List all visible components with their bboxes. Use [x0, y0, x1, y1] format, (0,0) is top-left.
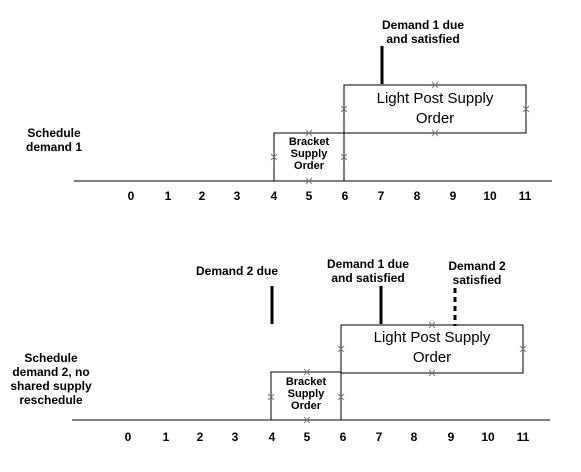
tick-label: 11 [518, 189, 532, 203]
demand1-due-line2: and satisfied [331, 271, 405, 285]
tick-label: 7 [375, 430, 383, 444]
tick-label: 9 [447, 430, 455, 444]
demand2-satisfied-line1: Demand 2 [448, 259, 506, 273]
schedule2-label-line3: shared supply [10, 379, 92, 393]
tick-label: 10 [481, 430, 495, 444]
tick-label: 8 [413, 189, 421, 203]
bracket-supply-order-label-2: Bracket Supply Order [271, 376, 341, 412]
tick-label: 10 [483, 189, 497, 203]
tick-label: 9 [449, 189, 457, 203]
tick-label: 1 [162, 430, 170, 444]
tick-label: 2 [196, 430, 204, 444]
tick-label: 0 [127, 189, 135, 203]
light-post-supply-order-label-1: Light Post Supply Order [344, 89, 526, 129]
demand1-due-line1: Demand 1 due [381, 18, 465, 32]
tick-label: 1 [164, 189, 172, 203]
bracket-line3: Order [294, 160, 324, 172]
tick-label: 0 [124, 430, 132, 444]
tick-label: 2 [198, 189, 206, 203]
bracket-line2: Supply [287, 388, 325, 400]
demand2-satisfied-label: Demand 2 satisfied [437, 259, 517, 287]
tick-label: 11 [516, 430, 530, 444]
bracket-line1: Bracket [288, 136, 330, 148]
bracket-supply-order-box-2 [270, 371, 342, 421]
bracket-supply-order-label-1: Bracket Supply Order [274, 136, 344, 172]
tick-label: 8 [410, 430, 418, 444]
light-post-line2: Order [412, 349, 452, 366]
demand2-satisfied-line2: satisfied [452, 273, 502, 287]
tick-label: 6 [341, 189, 349, 203]
schedule1-label-line1: Schedule [27, 126, 81, 140]
schedule1-label-line2: demand 1 [25, 140, 82, 154]
tick-label: 4 [270, 189, 278, 203]
demand2-due-text: Demand 2 due [195, 264, 279, 278]
tick-label: 6 [339, 430, 347, 444]
connection-markers-2 [267, 321, 527, 424]
bracket-line2: Supply [290, 148, 328, 160]
light-post-supply-order-label-2: Light Post Supply Order [341, 328, 523, 368]
light-post-line1: Light Post Supply [373, 329, 491, 346]
demand1-due-label-1: Demand 1 due and satisfied [363, 18, 483, 46]
light-post-line2: Order [415, 110, 455, 127]
connection-markers-1 [270, 81, 530, 185]
tick-label: 3 [231, 430, 239, 444]
tick-label: 3 [233, 189, 241, 203]
demand1-due-line2: and satisfied [386, 32, 460, 46]
schedule2-label: Schedule demand 2, no shared supply resc… [4, 351, 98, 407]
schedule2-label-line1: Schedule [24, 351, 78, 365]
tick-label: 5 [305, 189, 313, 203]
tick-label: 4 [268, 430, 276, 444]
tick-label: 5 [303, 430, 311, 444]
bracket-line1: Bracket [285, 376, 327, 388]
schedule2-label-line4: reschedule [19, 393, 83, 407]
light-post-line1: Light Post Supply [376, 90, 494, 107]
tick-label: 7 [377, 189, 385, 203]
bracket-line3: Order [291, 400, 321, 412]
schedule1-label: Schedule demand 1 [14, 126, 94, 154]
demand1-due-line1: Demand 1 due [326, 257, 410, 271]
schedule2-label-line2: demand 2, no [12, 365, 90, 379]
demand2-due-label: Demand 2 due [187, 264, 287, 278]
demand1-due-label-2: Demand 1 due and satisfied [308, 257, 428, 285]
